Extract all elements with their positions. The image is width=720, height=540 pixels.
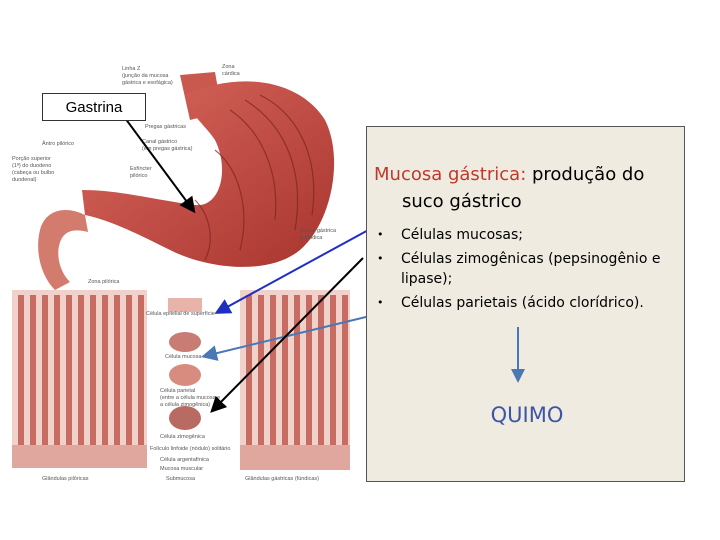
label-celula-epitelial: Célula epitelial de superfície bbox=[146, 311, 215, 317]
cell-list: •Células mucosas; •Células zimogênicas (… bbox=[375, 225, 681, 317]
info-title-highlight: Mucosa gástrica: bbox=[374, 164, 527, 185]
result-label: QUIMO bbox=[490, 403, 564, 427]
info-title-rest: produção do bbox=[526, 164, 645, 185]
duodenum-shape bbox=[38, 210, 88, 290]
label-antro-pilorico: Ântro pilórico bbox=[42, 140, 74, 147]
bullet-icon: • bbox=[377, 252, 384, 265]
label-celula-zimogenica: Célula zimogênica bbox=[160, 434, 206, 440]
list-item: •Células mucosas; bbox=[377, 227, 524, 243]
label-esfincter: Esfíncter pilórico bbox=[130, 166, 153, 179]
info-title-line2: suco gástrico bbox=[402, 191, 522, 212]
stomach-shape bbox=[82, 81, 335, 267]
bullet-icon: • bbox=[377, 296, 384, 309]
bullet-icon: • bbox=[377, 228, 384, 241]
info-title: Mucosa gástrica: produção do suco gástri… bbox=[374, 161, 679, 215]
label-porcao-superior: Porção superior (1ª) do duodeno (cabeça … bbox=[12, 156, 56, 183]
label-celula-mucosa: Célula mucosa bbox=[165, 354, 202, 360]
arrow-zimogenic-cells bbox=[201, 315, 371, 361]
arrow-mucosa-cells bbox=[214, 227, 373, 314]
label-zonas-fundica: Zonas gástrica e fúndica bbox=[300, 228, 338, 241]
label-glandulas-gastricas: Glândulas gástricas (fúndicas) bbox=[245, 476, 319, 482]
gastrina-arrow bbox=[124, 117, 196, 214]
label-submucosa: Submucosa bbox=[166, 476, 196, 482]
down-arrow-icon bbox=[511, 327, 525, 383]
list-item: •Células zimogênicas (pepsinogênio e lip… bbox=[377, 251, 661, 287]
label-zona-cardica: Zona cárdica bbox=[222, 64, 241, 77]
label-pregas: Pregas gástricas bbox=[145, 124, 186, 130]
list-item: •Células parietais (ácido clorídrico). bbox=[377, 295, 644, 311]
label-linha-z: Linha Z (junção da mucosa gástrica e eso… bbox=[122, 66, 173, 86]
gland-illustration bbox=[12, 290, 350, 470]
label-foliculo: Folículo linfoide (nódulo) solitário bbox=[150, 446, 230, 452]
label-glandulas-piloricas: Glândulas pilóricas bbox=[42, 476, 89, 482]
label-canal-gastrico: Canal gástrico (em pregas gástrica) bbox=[142, 139, 193, 152]
label-zona-pilorica: Zona pilórica bbox=[88, 279, 120, 285]
info-panel: Mucosa gástrica: produção do suco gástri… bbox=[366, 126, 685, 482]
gastrina-label: Gastrina bbox=[42, 93, 146, 121]
label-mucosa-muscular: Mucosa muscular bbox=[160, 466, 203, 472]
label-celula-argentafinica: Célula argentafínica bbox=[160, 457, 210, 463]
label-celula-parietal: Célula parietal (entre a célula mucosa e… bbox=[160, 388, 222, 408]
arrow-parietal-cells bbox=[210, 257, 364, 413]
